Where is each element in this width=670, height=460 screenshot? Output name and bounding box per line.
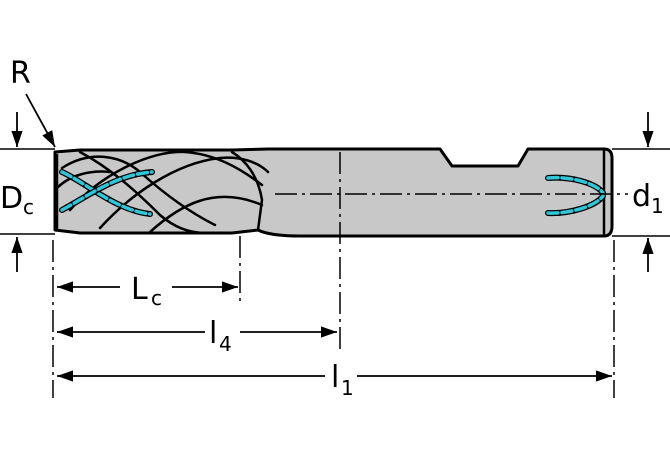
coolant-channel xyxy=(60,170,154,212)
cutting-length-label: L c xyxy=(131,272,162,310)
neck-length-sub: 4 xyxy=(219,332,232,356)
flute-edge xyxy=(68,150,264,212)
coolant-channels xyxy=(59,169,606,217)
overall-length-label: l 1 xyxy=(331,360,354,400)
cutting-diameter-label: D c xyxy=(0,176,44,219)
flute-edge xyxy=(230,150,264,232)
overall-length-main: l xyxy=(331,360,339,395)
shank-diameter-label: d 1 xyxy=(628,176,670,218)
flute-edge xyxy=(55,170,112,190)
flute-edge xyxy=(78,150,207,235)
coolant-channel xyxy=(546,194,605,215)
neck-length-main: l xyxy=(209,316,217,351)
overall-length-sub: 1 xyxy=(341,376,354,400)
cutting-diameter-sub: c xyxy=(23,195,34,219)
shank-diameter-main: d xyxy=(632,179,651,214)
neck-length-label: l 4 xyxy=(209,316,232,356)
corner-radius-label: R xyxy=(10,56,31,91)
coolant-channel xyxy=(546,175,605,195)
diameter-arrows xyxy=(11,112,654,272)
cutting-diameter-main: D xyxy=(0,181,23,216)
length-dimensions xyxy=(57,281,612,382)
radius-leader xyxy=(25,93,56,148)
coolant-channel xyxy=(60,170,152,216)
cutting-length-sub: c xyxy=(151,286,162,310)
shank-diameter-sub: 1 xyxy=(651,194,664,218)
extension-lines xyxy=(0,148,670,398)
cutting-length-main: L xyxy=(131,272,148,307)
flute-edge xyxy=(148,195,264,234)
